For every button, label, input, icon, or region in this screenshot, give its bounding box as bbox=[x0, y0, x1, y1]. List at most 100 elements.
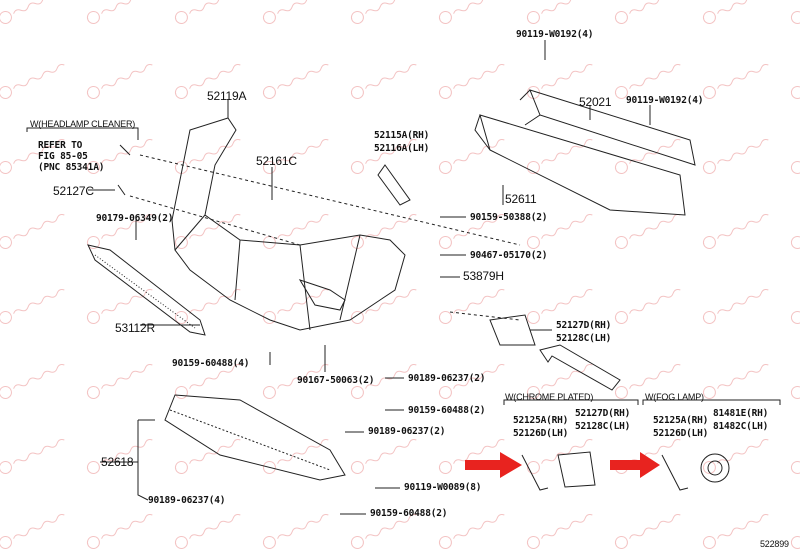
watermark-logo bbox=[0, 63, 65, 99]
watermark-logo bbox=[526, 213, 593, 249]
absorber-part bbox=[474, 114, 686, 216]
watermark-logo bbox=[262, 63, 329, 99]
watermark-logo bbox=[702, 438, 769, 474]
refer-line-3: (PNC 85341A) bbox=[38, 162, 105, 173]
label-bracket-lh: 52116A(LH) bbox=[374, 143, 430, 154]
refer-line-1: REFER TO bbox=[38, 140, 83, 151]
watermark-logo bbox=[86, 0, 153, 24]
watermark-logo bbox=[702, 63, 769, 99]
label-bolt-top: 90119-W0192(4) bbox=[516, 29, 594, 40]
label-screw-60488-a: 90159-60488(2) bbox=[408, 405, 486, 416]
watermark-logo bbox=[350, 0, 417, 24]
watermark-logo bbox=[614, 138, 681, 174]
watermark-logo bbox=[174, 513, 241, 549]
label-fog-52126d: 52126D(LH) bbox=[653, 428, 709, 439]
watermark-logo bbox=[0, 513, 65, 549]
watermark-logo bbox=[526, 288, 593, 324]
watermark-logo bbox=[350, 513, 417, 549]
group-fog-lamp: W(FOG LAMP) bbox=[645, 392, 704, 402]
watermark-logo bbox=[86, 288, 153, 324]
watermark-logo bbox=[350, 213, 417, 249]
group-headlamp-cleaner: W(HEADLAMP CLEANER) bbox=[30, 119, 136, 129]
watermark-logo bbox=[174, 0, 241, 24]
label-nut-05170: 90467-05170(2) bbox=[470, 250, 548, 261]
watermark-logo bbox=[702, 0, 769, 24]
watermark-logo bbox=[350, 438, 417, 474]
watermark-logo bbox=[262, 213, 329, 249]
label-screw-60488-4: 90159-60488(4) bbox=[172, 358, 250, 369]
group-chrome-plated: W(CHROME PLATED) bbox=[505, 392, 594, 402]
watermark-logo bbox=[614, 288, 681, 324]
label-chrome-52127d: 52127D(RH) bbox=[575, 408, 631, 419]
watermark-logo bbox=[614, 213, 681, 249]
label-grille: 53112R bbox=[115, 321, 155, 335]
watermark-logo bbox=[702, 138, 769, 174]
grille-part bbox=[87, 244, 206, 336]
label-screw-06237-4: 90189-06237(4) bbox=[148, 495, 226, 506]
watermark-logo bbox=[262, 0, 329, 24]
refer-line-2: FIG 85-05 bbox=[38, 151, 88, 162]
chrome-cover-part bbox=[557, 451, 596, 488]
label-cover-rh: 52127D(RH) bbox=[556, 320, 612, 331]
red-arrows bbox=[465, 452, 660, 478]
watermark-logo bbox=[86, 513, 153, 549]
label-screw-06237-a: 90189-06237(2) bbox=[408, 373, 486, 384]
watermark-logo bbox=[702, 288, 769, 324]
watermark-logo bbox=[438, 363, 505, 399]
watermark-logo bbox=[702, 213, 769, 249]
watermark-logo bbox=[262, 438, 329, 474]
label-reinforcement: 52021 bbox=[579, 95, 612, 109]
label-screw-90179: 90179-06349(2) bbox=[96, 213, 174, 224]
watermark-logo bbox=[702, 363, 769, 399]
watermark-logo bbox=[438, 63, 505, 99]
label-clip-53879h: 53879H bbox=[463, 269, 504, 283]
watermark-logo bbox=[438, 438, 505, 474]
label-bracket-rh: 52115A(RH) bbox=[374, 130, 430, 141]
label-fog-81482c: 81482C(LH) bbox=[713, 421, 769, 432]
watermark-logo bbox=[174, 63, 241, 99]
watermark-logo bbox=[438, 0, 505, 24]
label-retainer-52127c: 52127C bbox=[53, 184, 94, 198]
watermark-logo bbox=[526, 63, 593, 99]
watermark-logo bbox=[614, 0, 681, 24]
watermark-logo bbox=[614, 63, 681, 99]
watermark-logo bbox=[174, 213, 241, 249]
watermark-logo bbox=[526, 0, 593, 24]
label-screw-06237-b: 90189-06237(2) bbox=[368, 426, 446, 437]
watermark-logo bbox=[702, 513, 769, 549]
red-arrow-icon bbox=[610, 452, 660, 478]
label-fog-52125a: 52125A(RH) bbox=[653, 415, 709, 426]
watermark-logo bbox=[174, 138, 241, 174]
label-screw-60488-b: 90159-60488(2) bbox=[370, 508, 448, 519]
label-bolt-right: 90119-W0192(4) bbox=[626, 95, 704, 106]
label-chrome-52128c: 52128C(LH) bbox=[575, 421, 631, 432]
fog-ring-part bbox=[700, 453, 730, 483]
watermark-logo bbox=[614, 513, 681, 549]
label-bolt-50388: 90159-50388(2) bbox=[470, 212, 548, 223]
label-screw-w0089: 90119-W0089(8) bbox=[404, 482, 482, 493]
watermark-logo bbox=[174, 438, 241, 474]
watermark-logo bbox=[526, 363, 593, 399]
watermark-logo bbox=[350, 63, 417, 99]
label-chrome-52125a: 52125A(RH) bbox=[513, 415, 569, 426]
label-screw-50063: 90167-50063(2) bbox=[297, 375, 375, 386]
diagram-id: 522899 bbox=[760, 539, 789, 549]
spoiler-part bbox=[164, 394, 346, 481]
watermark-logo bbox=[86, 138, 153, 174]
bumper-cover-part bbox=[171, 117, 406, 331]
watermark-logo bbox=[86, 438, 153, 474]
watermark-logo bbox=[262, 513, 329, 549]
fog-cover-part bbox=[489, 314, 536, 346]
watermark-logo bbox=[0, 363, 65, 399]
red-arrow-icon bbox=[465, 452, 522, 478]
label-bumper-cover: 52119A bbox=[207, 89, 247, 103]
label-clip-52161c: 52161C bbox=[256, 154, 297, 168]
watermark-logo bbox=[350, 138, 417, 174]
watermark-logo bbox=[438, 138, 505, 174]
reinforcement-part bbox=[519, 89, 696, 166]
watermark-logo bbox=[262, 363, 329, 399]
watermark-logo bbox=[86, 363, 153, 399]
label-chrome-52126d: 52126D(LH) bbox=[513, 428, 569, 439]
